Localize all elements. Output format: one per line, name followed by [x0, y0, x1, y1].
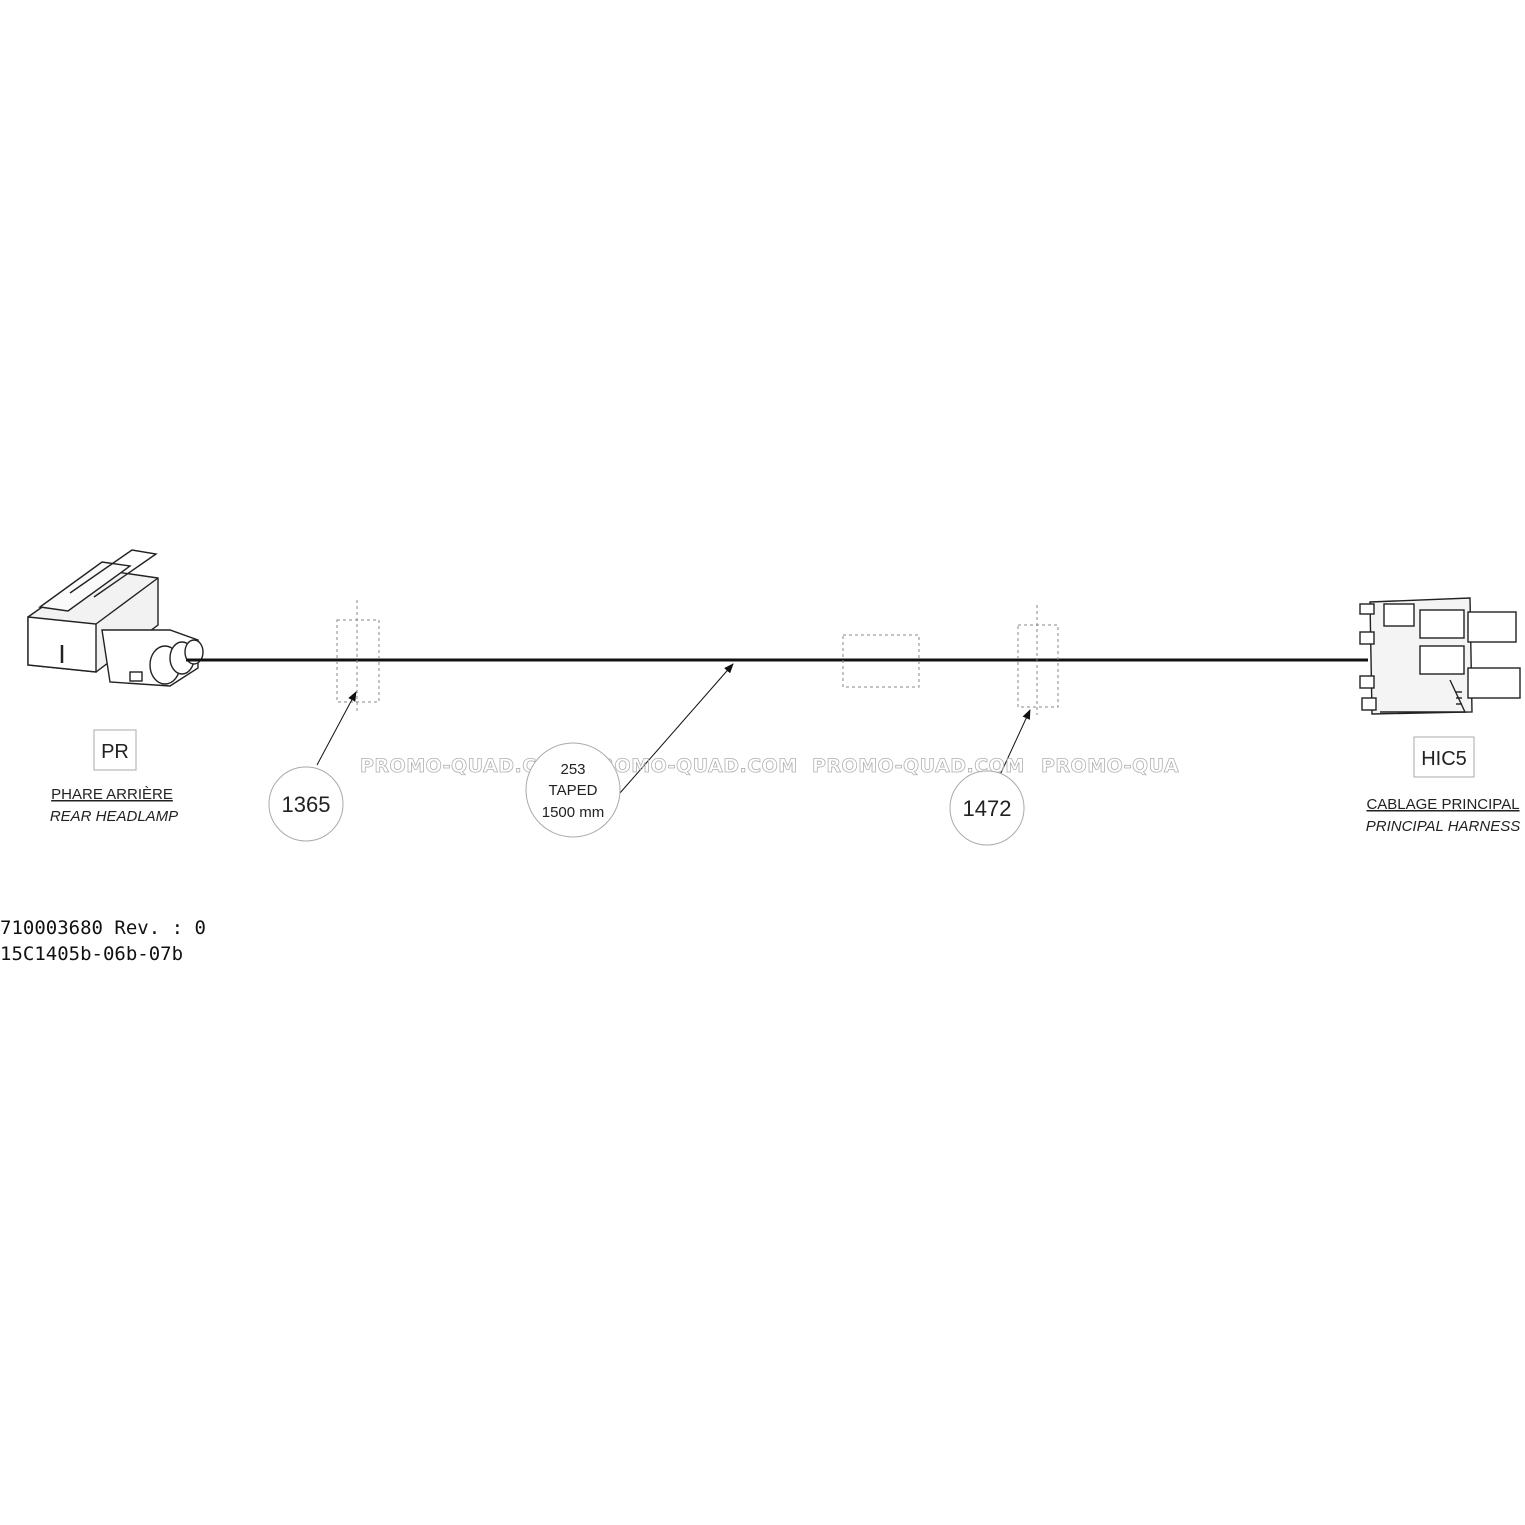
- callout-1472-label: 1472: [963, 796, 1012, 821]
- callout-1365: 1365: [268, 766, 344, 842]
- part-number-line: 710003680 Rev. : 0: [0, 917, 206, 939]
- leader-253: [619, 663, 734, 794]
- wire-callout-253: 253 TAPED 1500 mm: [525, 742, 621, 838]
- leader-1365: [316, 691, 357, 766]
- wire-number: 253: [560, 761, 585, 778]
- right-connector-code-box: [1413, 736, 1475, 778]
- right-connector-label-fr: CABLAGE PRINCIPAL: [1366, 796, 1519, 813]
- wire-finish: TAPED: [549, 782, 598, 799]
- right-connector-label-en: PRINCIPAL HARNESS: [1366, 818, 1521, 835]
- reference-line: 15C1405b-06b-07b: [0, 943, 183, 965]
- clip-marker-1472: [1017, 605, 1059, 715]
- watermark-3: PROMO-QUAD.COM: [812, 755, 1025, 777]
- watermark-1: PROMO-QUAD.COM: [360, 755, 573, 777]
- principal-harness-connector-icon: [1359, 597, 1521, 715]
- right-connector-code: HIC5: [1421, 748, 1467, 770]
- watermark-4: PROMO-QUA: [1041, 755, 1179, 777]
- tape-zone-marker: [842, 634, 920, 688]
- left-connector-code-box: [93, 729, 137, 771]
- callout-1365-label: 1365: [282, 792, 331, 817]
- watermark-2: PROMO-QUAD.COM: [585, 755, 798, 777]
- rear-headlamp-connector-icon: [27, 549, 204, 687]
- clip-marker-1365: [336, 600, 380, 712]
- left-connector-code: PR: [101, 741, 129, 763]
- left-connector-label-en: REAR HEADLAMP: [50, 808, 178, 825]
- wire-length: 1500 mm: [542, 804, 605, 821]
- leader-1472: [999, 709, 1031, 776]
- left-connector-label-fr: PHARE ARRIÈRE: [51, 786, 173, 803]
- callout-1472: 1472: [949, 770, 1025, 846]
